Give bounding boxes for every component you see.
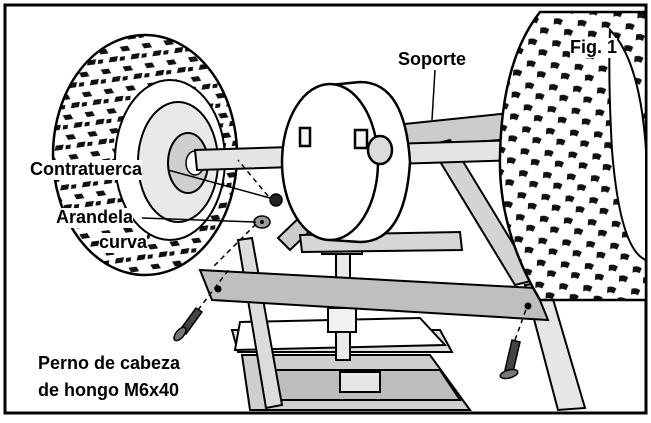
bolt-right [499,339,521,380]
guide-lines [197,159,529,341]
label-perno-line1: Perno de cabeza [38,353,181,374]
leader-lines [141,69,436,223]
curved-washer [253,215,271,229]
label-arandela-curva: curva [99,232,148,253]
figure-number: Fig. 1 [570,37,618,58]
bolt-left [173,306,204,342]
right-wheel [498,10,648,302]
lock-nut [269,193,283,207]
label-contratuerca: Contratuerca [30,159,143,180]
drum-housing [280,80,412,244]
label-perno-line2: de hongo M6x40 [38,380,180,401]
label-arandela: Arandela [56,207,134,228]
label-soporte: Soporte [398,49,467,70]
cross-bar [198,268,550,322]
